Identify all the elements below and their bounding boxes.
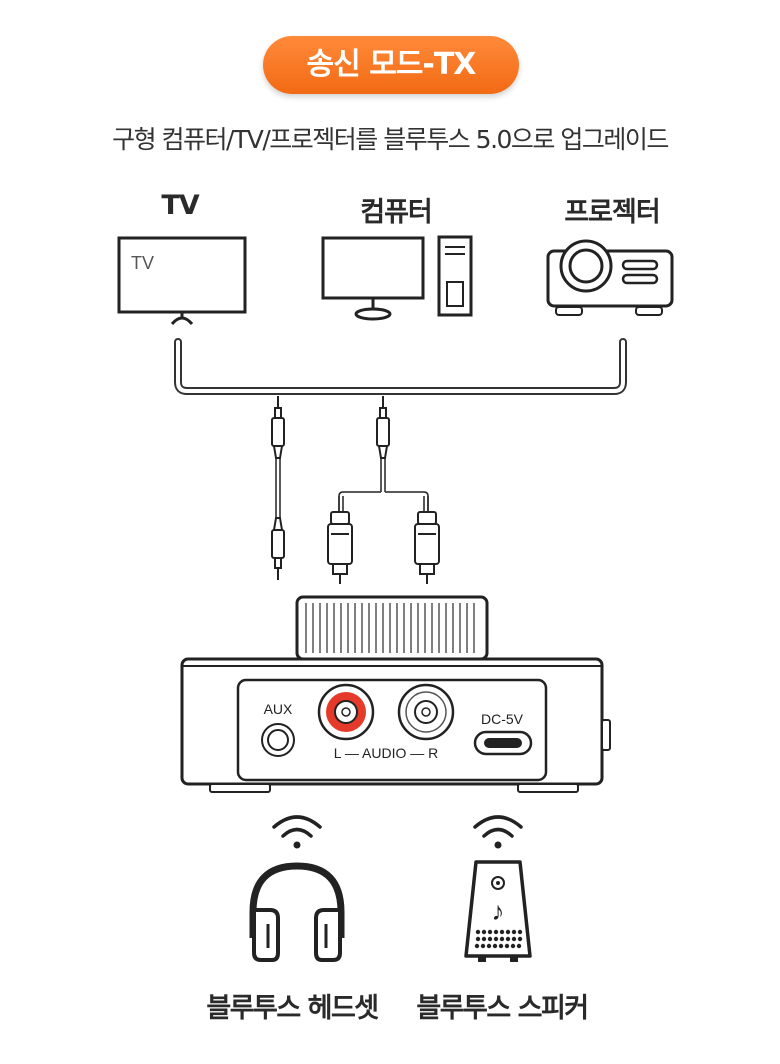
headset-label: 블루투스 헤드셋: [206, 993, 379, 1024]
audio-port-label: L — AUDIO — R: [334, 745, 439, 761]
wireless-icon-headset: [272, 815, 322, 849]
aux-cable: [271, 396, 285, 580]
speaker-grille: [474, 929, 523, 949]
aux-port-label: AUX: [264, 701, 293, 717]
tv-label: TV: [161, 190, 199, 221]
rca-left-port: [317, 683, 375, 741]
wireless-icon-speaker: [473, 815, 523, 849]
transmitter-device: AUX L — AUDIO — R DC-5V: [180, 595, 611, 793]
dc-port-label: DC-5V: [481, 711, 524, 727]
source-bracket: [174, 338, 627, 395]
projector-icon: [546, 239, 674, 316]
projector-label: 프로젝터: [564, 197, 660, 228]
speaker-icon: ♪: [464, 860, 532, 962]
subtitle: 구형 컴퓨터/TV/프로젝터를 블루투스 5.0으로 업그레이드: [112, 125, 669, 154]
speaker-label: 블루투스 스피커: [416, 993, 589, 1024]
computer-icon: [321, 235, 473, 321]
computer-label: 컴퓨터: [360, 197, 433, 228]
mode-badge: 송신 모드-TX: [263, 36, 519, 94]
tv-screen-text: TV: [131, 253, 154, 273]
rca-cable: [327, 396, 440, 584]
tv-icon: TV: [117, 236, 247, 326]
headphones-icon: [249, 862, 345, 962]
music-note-icon: ♪: [492, 896, 505, 926]
rca-right-port: [397, 683, 455, 741]
volume-knob-ridges: [305, 603, 475, 653]
